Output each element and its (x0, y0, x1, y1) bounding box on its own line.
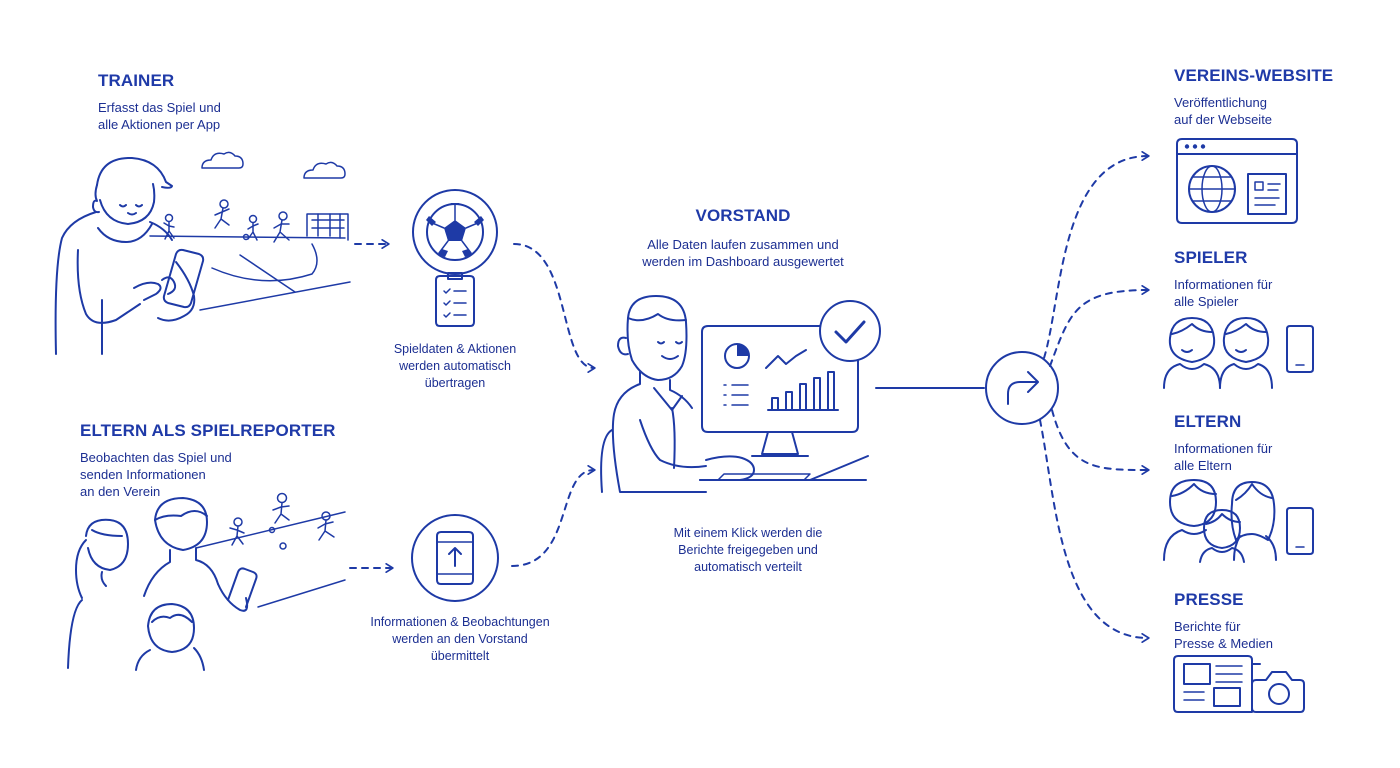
website-globe-icon (1176, 138, 1298, 224)
trainer-title: TRAINER (98, 71, 175, 90)
parents-illustration (67, 492, 346, 671)
eltern-reporter-block: ELTERN ALS SPIELREPORTER Beobachten das … (80, 421, 336, 500)
target-spieler-block: SPIELER Informationen für alle Spieler (1174, 248, 1272, 310)
smartphone-upload-icon (411, 514, 499, 602)
target-website-title: VEREINS-WEBSITE (1174, 66, 1334, 85)
board-member-illustration (600, 295, 881, 493)
target-presse-text: Berichte für Presse & Medien (1174, 619, 1273, 651)
target-eltern-text: Informationen für alle Eltern (1174, 441, 1273, 473)
vorstand-block: VORSTAND Alle Daten laufen zusammen und … (612, 206, 874, 270)
target-website-block: VEREINS-WEBSITE Veröffentlichung auf der… (1174, 66, 1333, 128)
target-eltern-title: ELTERN (1174, 412, 1242, 431)
target-presse-title: PRESSE (1174, 590, 1244, 609)
eltern-reporter-text: Beobachten das Spiel und senden Informat… (80, 450, 232, 499)
soccer-ball-icon (412, 189, 498, 327)
target-spieler-title: SPIELER (1174, 248, 1248, 267)
trainer-illustration (54, 151, 351, 355)
transfer-top-caption: Spieldaten & Aktionen werden automatisch… (393, 342, 517, 390)
target-spieler-text: Informationen für alle Spieler (1174, 277, 1273, 309)
players-icon (1163, 317, 1314, 389)
trainer-text: Erfasst das Spiel und alle Aktionen per … (98, 100, 221, 132)
vorstand-title: VORSTAND (695, 206, 791, 225)
family-icon (1163, 479, 1314, 563)
target-presse-block: PRESSE Berichte für Presse & Medien (1174, 590, 1273, 652)
vorstand-release-text: Mit einem Klick werden die Berichte frei… (673, 526, 823, 574)
eltern-reporter-title: ELTERN ALS SPIELREPORTER (80, 421, 336, 440)
vorstand-text: Alle Daten laufen zusammen und werden im… (642, 237, 844, 269)
target-website-text: Veröffentlichung auf der Webseite (1174, 95, 1273, 127)
transfer-bottom-caption: Informationen & Beobachtungen werden an … (370, 615, 550, 663)
share-arrow-icon (985, 351, 1059, 425)
newspaper-camera-icon (1173, 655, 1305, 713)
target-eltern-block: ELTERN Informationen für alle Eltern (1174, 412, 1272, 474)
trainer-block: TRAINER Erfasst das Spiel und alle Aktio… (98, 71, 221, 133)
